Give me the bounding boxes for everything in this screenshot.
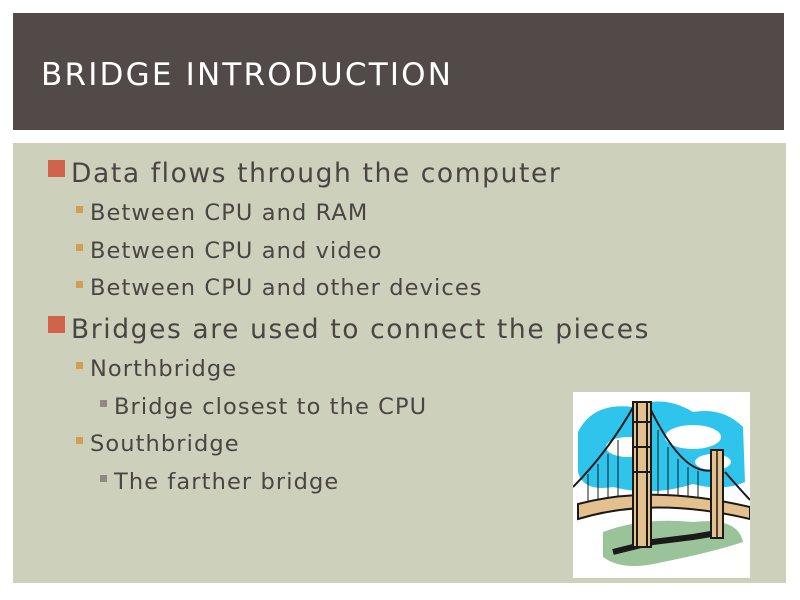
- bullet-level2-icon: [76, 244, 83, 251]
- bullet-level2-icon: [76, 206, 83, 213]
- bullet-cpu-video: Between CPU and video: [90, 238, 383, 264]
- bullet-bridges-connect: Bridges are used to connect the pieces: [71, 314, 651, 345]
- bullet-level3-icon: [100, 400, 107, 407]
- bullet-northbridge-desc: Bridge closest to the CPU: [114, 394, 428, 420]
- bullet-data-flows: Data flows through the computer: [71, 158, 562, 189]
- bullet-level2-icon: [76, 362, 83, 369]
- bullet-level3-icon: [100, 475, 107, 482]
- suspension-bridge-icon: [572, 401, 751, 566]
- bridge-clipart-image: [572, 392, 751, 578]
- bullet-southbridge: Southbridge: [90, 431, 240, 457]
- bullet-northbridge: Northbridge: [90, 356, 238, 382]
- bullet-cpu-ram: Between CPU and RAM: [90, 200, 369, 226]
- bullet-level2-icon: [76, 281, 83, 288]
- bullet-southbridge-desc: The farther bridge: [114, 469, 340, 495]
- slide-title-bar: BRIDGE INTRODUCTION: [13, 13, 784, 130]
- bullet-cpu-other: Between CPU and other devices: [90, 275, 483, 301]
- bullet-level1-icon: [48, 160, 65, 177]
- bullet-level2-icon: [76, 437, 83, 444]
- bullet-level1-icon: [48, 316, 65, 333]
- slide-title: BRIDGE INTRODUCTION: [41, 57, 454, 93]
